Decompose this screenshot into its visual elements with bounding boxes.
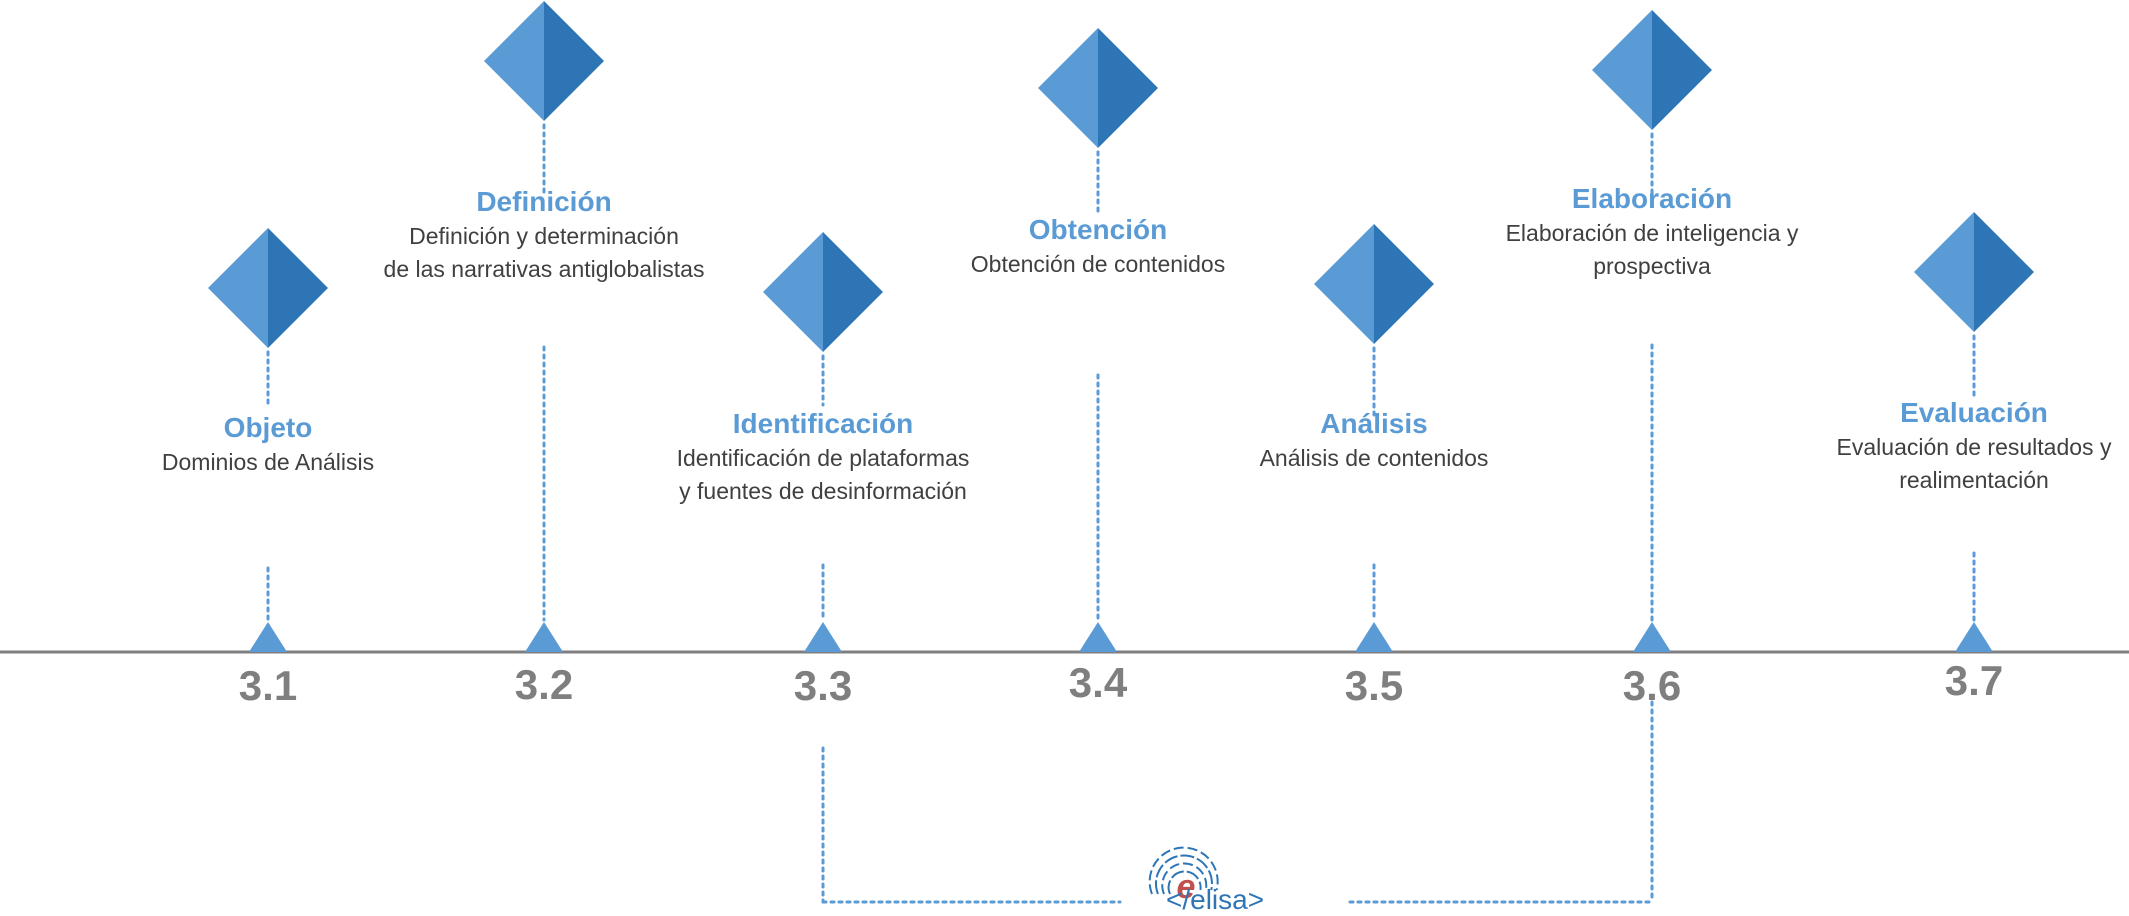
- diamond-left: [1038, 28, 1098, 148]
- step-description-line: Evaluación de resultados y: [1836, 434, 2112, 460]
- axis-marker: [249, 622, 287, 652]
- step-description: Dominios de Análisis: [162, 446, 374, 479]
- step-description: Elaboración de inteligencia y prospectiva: [1506, 217, 1799, 283]
- step-description-line: y fuentes de desinformación: [679, 478, 967, 504]
- step-number: 3.6: [1622, 662, 1682, 709]
- axis-marker: [525, 622, 563, 652]
- step-title: Definición: [476, 186, 612, 217]
- axis-marker: [1955, 622, 1993, 652]
- axis-marker: [1079, 622, 1117, 652]
- step-title: Análisis: [1320, 408, 1428, 439]
- diamond-right: [1974, 212, 2034, 332]
- step-title: Identificación: [732, 408, 914, 439]
- step-number: 3.3: [793, 662, 853, 709]
- logo-text: </elisa>: [1166, 884, 1265, 915]
- diamond-right: [268, 228, 328, 348]
- step-description-line: Elaboración de inteligencia y: [1505, 220, 1799, 246]
- diamond-right: [1374, 224, 1434, 344]
- step-title: Obtención: [1028, 214, 1168, 245]
- step-number: 3.4: [1068, 659, 1128, 706]
- axis-marker: [1633, 622, 1671, 652]
- diamond-right: [823, 232, 883, 352]
- step-description: Análisis de contenidos: [1260, 442, 1489, 475]
- step-description-line: de las narrativas antiglobalistas: [383, 256, 705, 282]
- axis-marker: [1355, 622, 1393, 652]
- step-description-line: Análisis de contenidos: [1259, 445, 1489, 471]
- step-description: Obtención de contenidos: [971, 248, 1225, 281]
- diamond-left: [1314, 224, 1374, 344]
- step-number: 3.5: [1344, 662, 1404, 709]
- diamond-left: [763, 232, 823, 352]
- step-number: 3.1: [238, 662, 298, 709]
- step-description-line: Obtención de contenidos: [970, 251, 1226, 277]
- diamond-right: [544, 1, 604, 121]
- fingerprint-arc: [1155, 854, 1213, 895]
- fingerprint-arc: [1167, 870, 1202, 895]
- step-title: Objeto: [223, 412, 313, 443]
- step-title: Evaluación: [1900, 397, 2048, 428]
- step-description-line: prospectiva: [1593, 253, 1711, 279]
- axis-marker: [804, 622, 842, 652]
- logo-mark: e: [1177, 868, 1196, 906]
- step-number: 3.7: [1944, 657, 2004, 704]
- step-description-line: Definición y determinación: [409, 223, 679, 249]
- diamond-right: [1098, 28, 1158, 148]
- fingerprint-arc: [1161, 862, 1208, 895]
- diamond-left: [1914, 212, 1974, 332]
- step-description-line: realimentación: [1899, 467, 2049, 493]
- step-number: 3.2: [514, 661, 574, 708]
- step-description-line: Identificación de plataformas: [676, 445, 970, 471]
- diamond-left: [208, 228, 268, 348]
- step-description-line: Dominios de Análisis: [161, 449, 375, 475]
- elisa-logo: e: [1148, 846, 1219, 906]
- diamond-right: [1652, 10, 1712, 130]
- step-description: Evaluación de resultados y realimentación: [1837, 431, 2112, 497]
- diamond-left: [1592, 10, 1652, 130]
- step-description: Identificación de plataformas y fuentes d…: [677, 442, 970, 508]
- step-title: Elaboración: [1571, 183, 1733, 214]
- fingerprint-arc: [1148, 846, 1219, 895]
- step-description: Definición y determinación de las narrati…: [384, 220, 705, 286]
- diamond-left: [484, 1, 544, 121]
